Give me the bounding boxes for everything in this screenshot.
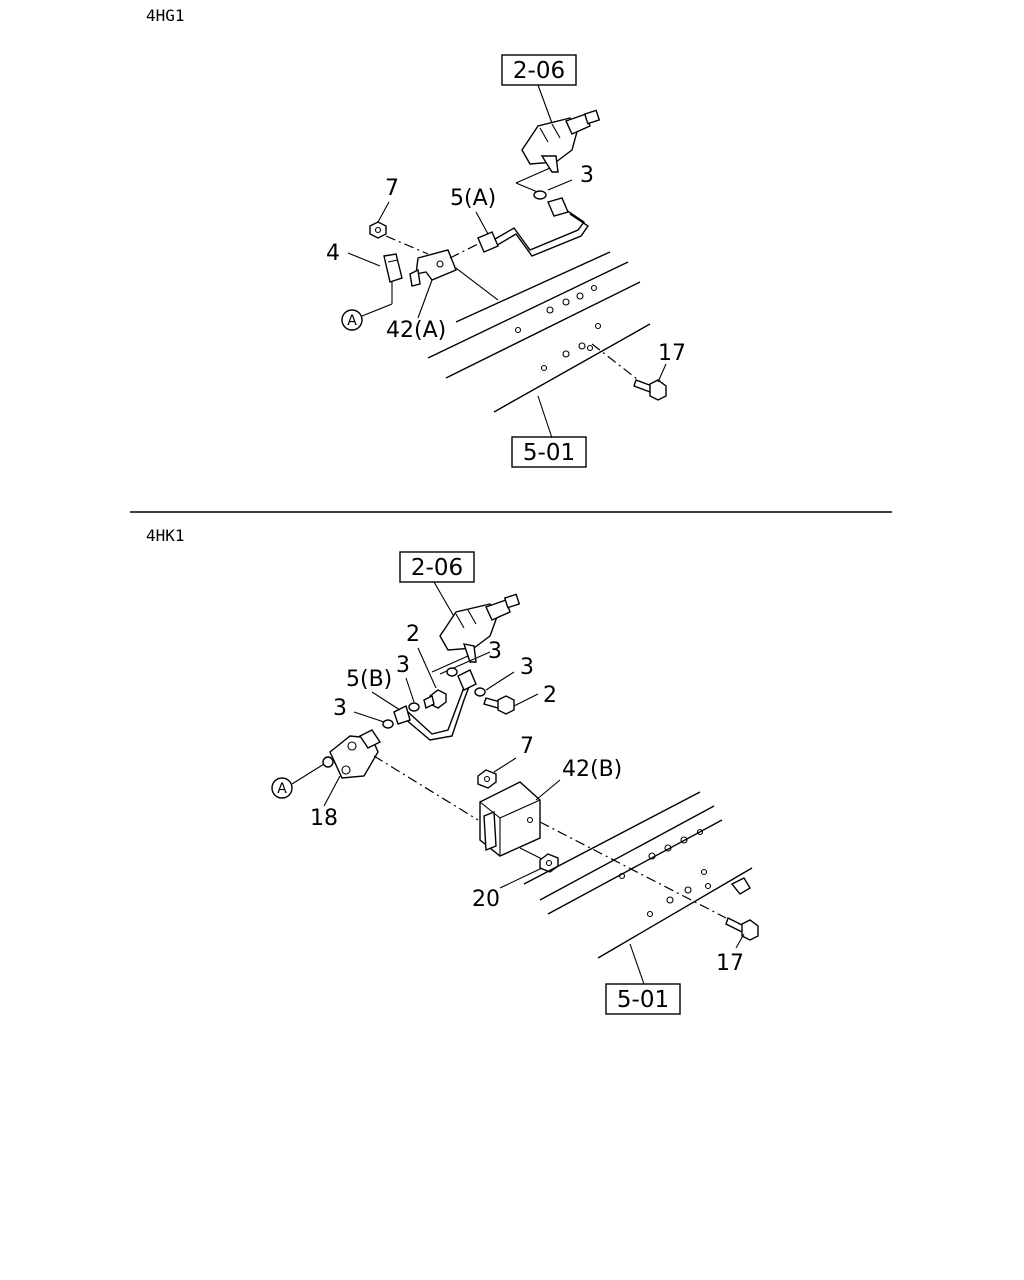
pipe-5a — [477, 197, 589, 257]
master-cylinder-top — [521, 109, 601, 173]
callout-17: 17 — [716, 951, 744, 976]
nut-7 — [369, 221, 387, 239]
bolt-2-right — [483, 695, 515, 715]
bracket-42b — [479, 781, 541, 857]
circle-ref-a-bottom: A — [271, 777, 293, 799]
section-4hg1: 4HG1 2-06 3 5(A) 7 — [146, 6, 686, 468]
circle-ref-a-top: A — [341, 309, 363, 331]
ref-box-2-06-top[interactable]: 2-06 — [501, 54, 577, 86]
ref-label: 2-06 — [411, 555, 463, 581]
callout-42b: 42(B) — [562, 757, 622, 782]
ref-box-5-01-bottom[interactable]: 5-01 — [605, 983, 681, 1015]
callout-7: 7 — [520, 734, 534, 759]
callout-2-a: 2 — [406, 622, 420, 647]
bolt-17-top — [633, 379, 667, 401]
svg-text:A: A — [277, 781, 287, 797]
slave-cylinder-18 — [322, 729, 382, 779]
callout-3-d: 3 — [333, 696, 347, 721]
frame-rail-bottom — [523, 791, 753, 959]
clip-4 — [383, 253, 403, 283]
section-title-4hk1: 4HK1 — [146, 526, 185, 545]
callout-5a: 5(A) — [450, 186, 496, 211]
ref-label: 2-06 — [513, 58, 565, 84]
callout-2-b: 2 — [543, 683, 557, 708]
callout-5b: 5(B) — [346, 667, 392, 692]
section-title-4hg1: 4HG1 — [146, 6, 185, 25]
nut-20 — [539, 853, 559, 873]
callout-7: 7 — [385, 176, 399, 201]
callout-17: 17 — [658, 341, 686, 366]
svg-text:A: A — [347, 313, 357, 329]
callout-42a: 42(A) — [386, 318, 446, 343]
bolt-2-left — [423, 689, 447, 710]
bracket-42a — [409, 249, 457, 287]
callout-3-a: 3 — [488, 639, 502, 664]
pipe-5b — [393, 669, 477, 741]
section-4hk1: 4HK1 2-06 3 2 3 — [146, 526, 759, 1015]
callout-20: 20 — [472, 887, 500, 912]
ref-label: 5-01 — [523, 440, 575, 466]
master-cylinder-bottom — [439, 593, 521, 663]
callout-18: 18 — [310, 806, 338, 831]
nut-7-bottom — [477, 769, 497, 789]
ref-label: 5-01 — [617, 987, 669, 1013]
callout-4: 4 — [326, 241, 340, 266]
callout-3: 3 — [580, 163, 594, 188]
bolt-17-bottom — [725, 917, 759, 941]
ref-box-2-06-bottom[interactable]: 2-06 — [399, 551, 475, 583]
frame-rail-top — [427, 251, 651, 413]
callout-3-b: 3 — [396, 653, 410, 678]
ref-box-5-01-top[interactable]: 5-01 — [511, 436, 587, 468]
callout-3-c: 3 — [520, 655, 534, 680]
